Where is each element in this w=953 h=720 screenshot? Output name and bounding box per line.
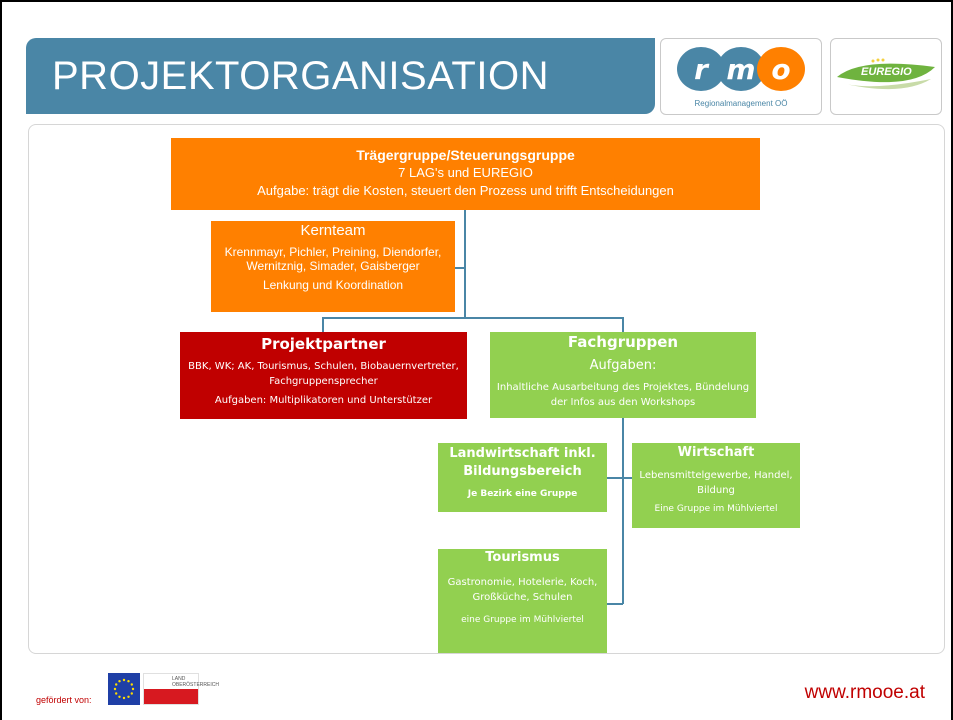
euregio-logo: EUREGIO — [830, 38, 942, 115]
fachgruppen-title: Fachgruppen — [567, 333, 679, 351]
projektpartner-title: Projektpartner — [261, 335, 386, 353]
landwirtschaft-title: Landwirtschaft inkl. Bildungsbereich — [449, 446, 596, 479]
landwirtschaft-note: Je Bezirk eine Gruppe — [467, 489, 578, 499]
fachgruppen-box: Fachgruppen Aufgaben: Inhaltliche Ausarb… — [490, 332, 756, 418]
slide-frame-left — [0, 0, 2, 720]
wirtschaft-note: Eine Gruppe im Mühlviertel — [654, 504, 778, 514]
projektpartner-box: Projektpartner BBK, WK; AK, Tourismus, S… — [180, 332, 467, 419]
rmo-logo-text: Regionalmanagement OÖ — [694, 99, 788, 108]
tourismus-title: Tourismus — [485, 550, 560, 565]
tourismus-members: Gastronomie, Hotelerie, Koch, Großküche,… — [447, 577, 598, 603]
kernteam-members: Krennmayr, Pichler, Preining, Diendorfer… — [224, 245, 442, 273]
wirtschaft-box: Wirtschaft Lebensmittelgewerbe, Handel, … — [632, 443, 800, 528]
projektpartner-task: Aufgaben: Multiplikatoren und Unterstütz… — [214, 395, 433, 406]
land-ooe-logo-text: LAND OBERÖSTERREICH — [172, 676, 219, 688]
website-link[interactable]: www.rmooe.at — [804, 682, 925, 703]
land-ooe-logo: LAND OBERÖSTERREICH — [143, 673, 219, 705]
landwirtschaft-box: Landwirtschaft inkl. Bildungsbereich Je … — [438, 443, 607, 512]
fachgruppen-subtitle: Aufgaben: — [589, 358, 657, 373]
funding-label: gefördert von: — [36, 695, 92, 705]
slide-frame-top — [0, 0, 953, 2]
kernteam-title: Kernteam — [300, 222, 366, 239]
eu-stars-icon — [113, 678, 135, 700]
fachgruppen-task: Inhaltliche Ausarbeitung des Projektes, … — [496, 382, 750, 408]
traegergruppe-box: Trägergruppe/Steuerungsgruppe 7 LAG's un… — [171, 138, 760, 210]
svg-text:o: o — [771, 53, 790, 86]
tourismus-box: Tourismus Gastronomie, Hotelerie, Koch, … — [438, 549, 607, 653]
svg-text:r: r — [694, 53, 710, 86]
svg-text:m: m — [726, 53, 755, 86]
slide-title: PROJEKTORGANISATION — [26, 38, 655, 114]
eu-flag-logo — [108, 673, 140, 705]
tourismus-note: eine Gruppe im Mühlviertel — [461, 615, 584, 625]
projektpartner-members: BBK, WK; AK, Tourismus, Schulen, Biobaue… — [188, 361, 459, 387]
euregio-logo-text: EUREGIO — [861, 66, 912, 78]
kernteam-box: Kernteam Krennmayr, Pichler, Preining, D… — [211, 221, 455, 312]
traegergruppe-members: 7 LAG's und EUREGIO — [398, 165, 533, 180]
euregio-logo-graphic — [837, 58, 935, 90]
kernteam-task: Lenkung und Koordination — [262, 278, 404, 292]
wirtschaft-members: Lebensmittelgewerbe, Handel, Bildung — [639, 470, 793, 496]
rmo-logo: r m o Regionalmanagement OÖ — [660, 38, 822, 115]
traegergruppe-title: Trägergruppe/Steuerungsgruppe — [356, 147, 575, 163]
traegergruppe-task: Aufgabe: trägt die Kosten, steuert den P… — [257, 183, 674, 198]
wirtschaft-title: Wirtschaft — [677, 445, 755, 460]
rmo-logo-graphic: r m o — [677, 47, 805, 91]
slide-frame-right — [951, 0, 953, 720]
